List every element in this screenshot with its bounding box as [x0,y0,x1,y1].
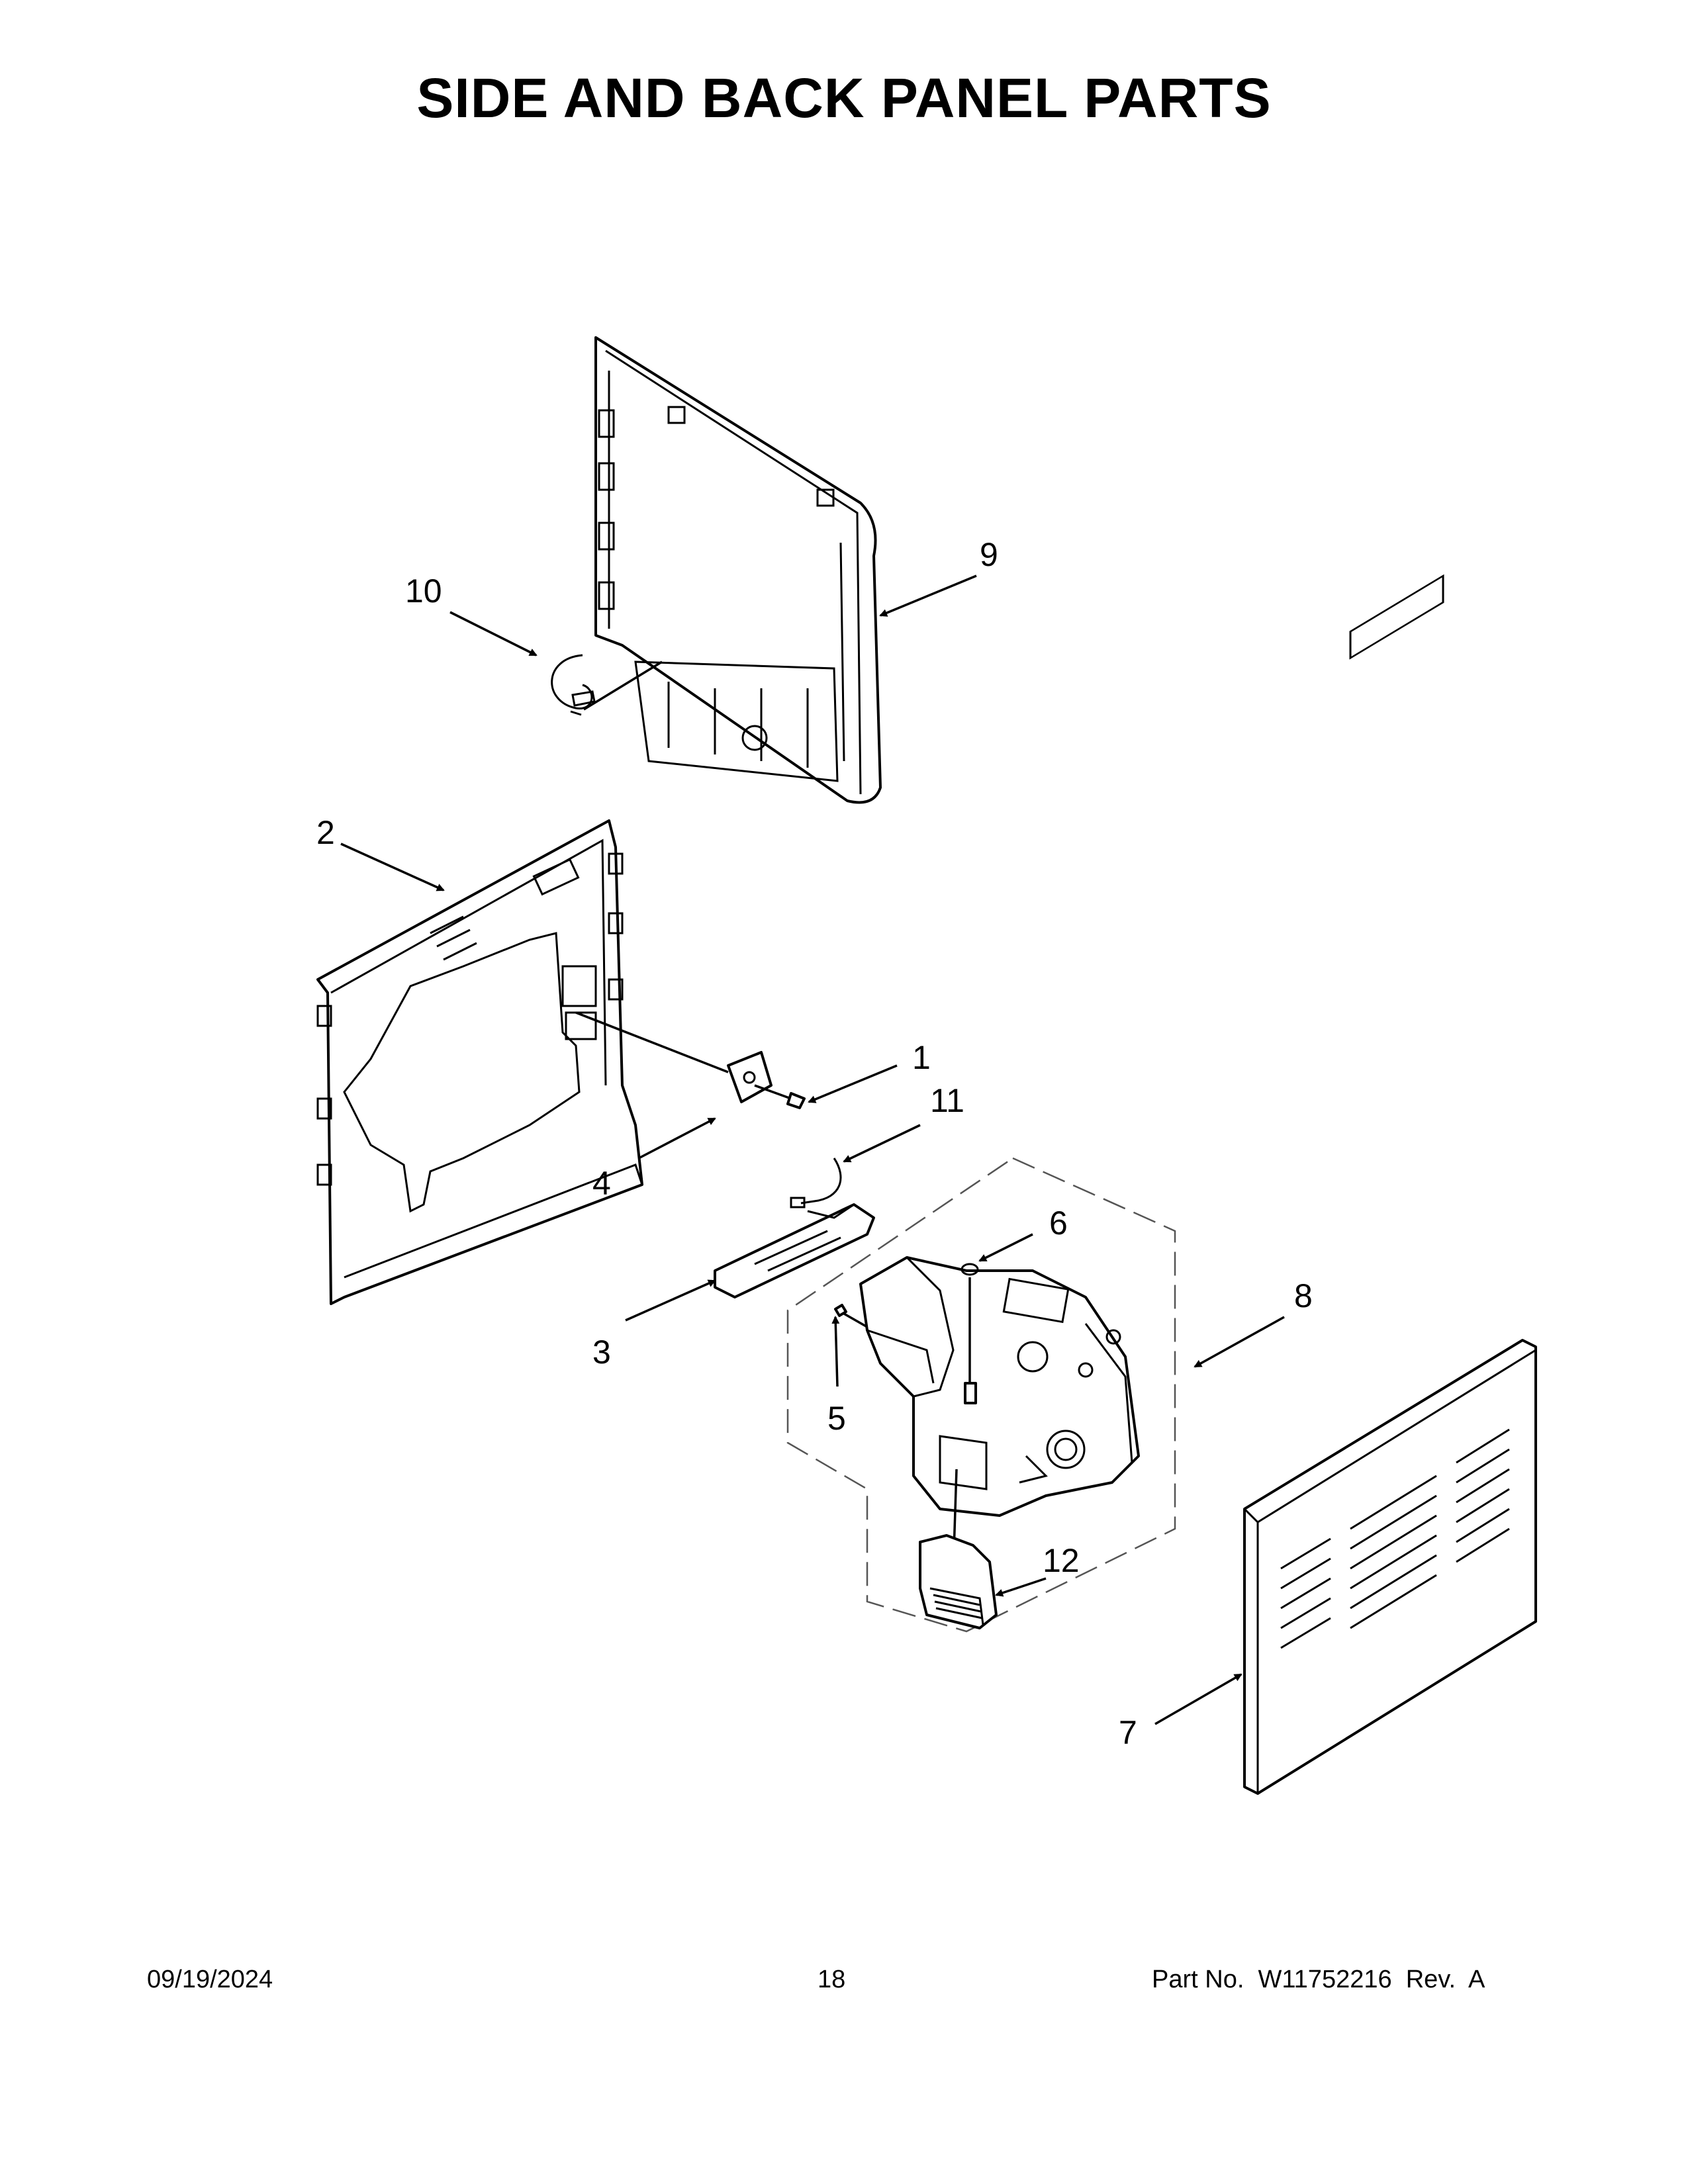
callout-6: 6 [1049,1205,1068,1242]
part-5-screw [834,1304,868,1328]
part-8-assembly-outline [786,1157,1176,1633]
part-12-flap [919,1469,998,1629]
footer-page-number: 18 [818,1966,846,1993]
callout-1: 1 [912,1039,931,1076]
page-title: SIDE AND BACK PANEL PARTS [416,67,1272,129]
part-2-side-panel [316,819,729,1305]
callout-5: 5 [827,1400,846,1437]
part-7-back-panel [1243,574,1537,1795]
part-6-washer [961,1263,979,1404]
callout-10: 10 [405,572,442,610]
callout-3: 3 [592,1334,611,1371]
footer-date: 09/19/2024 [147,1966,273,1993]
callout-2: 2 [316,814,335,851]
part-11-wire [790,1158,842,1208]
callout-4: 4 [592,1165,611,1202]
vent-slots [1280,1428,1510,1649]
callout-arrows [340,574,1285,1725]
callout-9: 9 [980,536,998,573]
part-9-side-panel [594,336,882,804]
part-8-assembly [859,1256,1140,1517]
part-1-screw [754,1084,806,1109]
callout-11: 11 [930,1082,964,1119]
callout-8: 8 [1294,1277,1313,1314]
part-10-wire-clip [551,654,663,716]
callout-12: 12 [1043,1542,1080,1579]
part-4-plate [727,1051,773,1103]
callout-7: 7 [1119,1714,1137,1751]
footer-part-number: Part No. W11752216 Rev. A [1152,1966,1485,1993]
part-3-bracket [714,1203,875,1298]
